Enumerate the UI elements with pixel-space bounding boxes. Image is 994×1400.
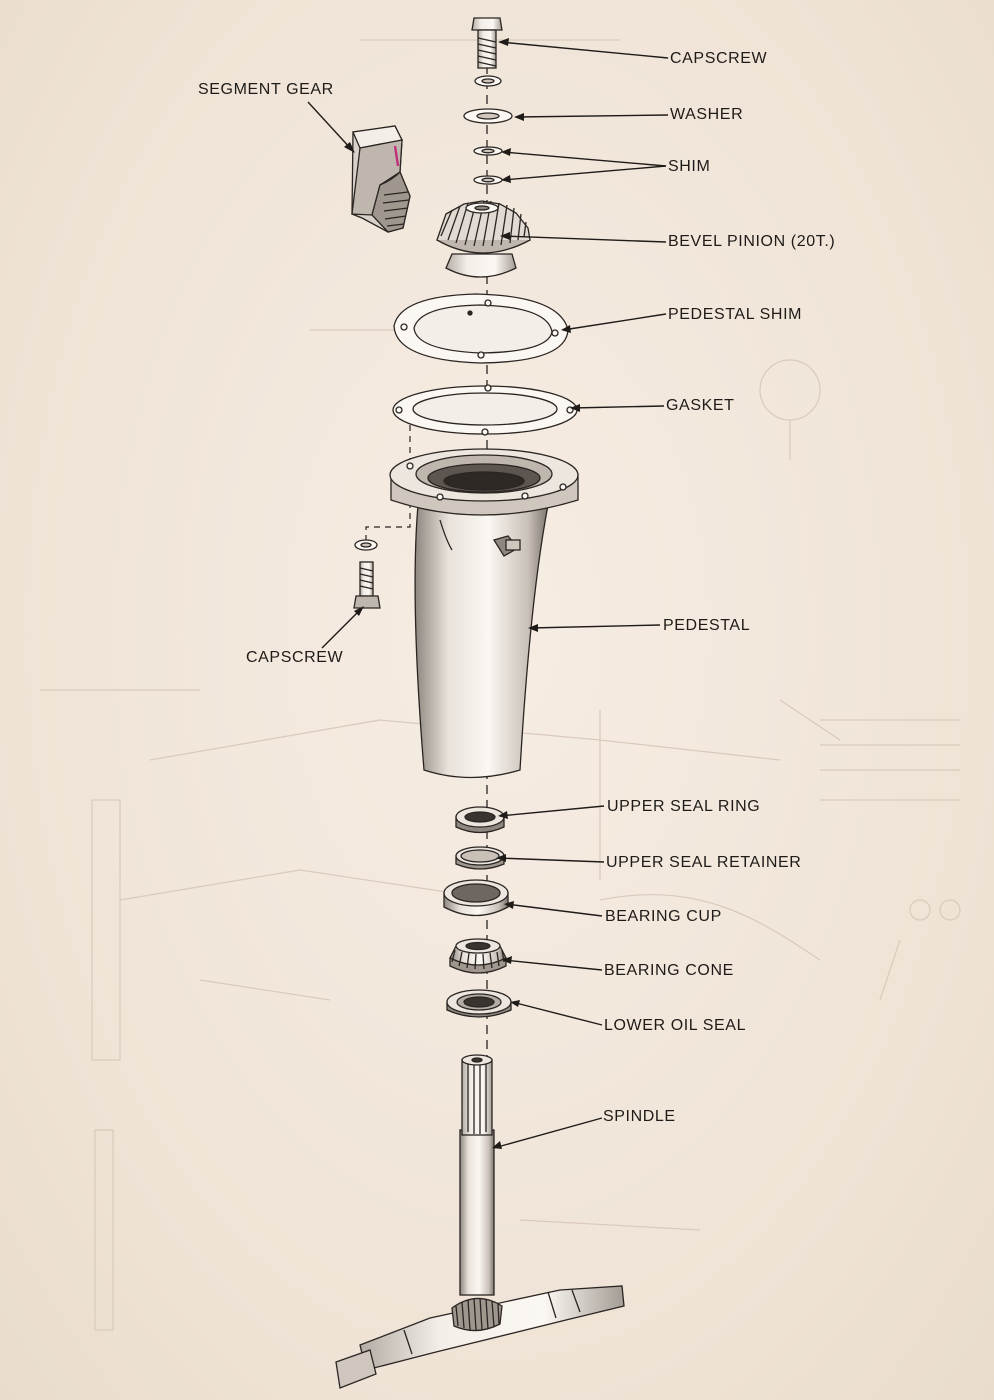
label-pedestal: PEDESTAL	[663, 617, 751, 634]
spindle-part	[335, 1054, 625, 1389]
label-gasket: GASKET	[666, 397, 735, 414]
label-shim: SHIM	[668, 158, 711, 175]
upper-seal-retainer-part	[455, 846, 505, 870]
bevel-pinion-part	[435, 200, 532, 278]
capscrew-top-part	[471, 17, 503, 69]
leader-lines	[307, 38, 669, 1149]
label-pedestal-shim: PEDESTAL SHIM	[668, 306, 803, 323]
label-capscrew-top: CAPSCREW	[670, 50, 768, 67]
label-upper-seal-ring: UPPER SEAL RING	[607, 798, 761, 815]
label-bearing-cup: BEARING CUP	[605, 908, 722, 925]
side-capscrew-dashline	[365, 425, 411, 540]
label-segment-gear: SEGMENT GEAR	[198, 81, 334, 98]
label-capscrew-side: CAPSCREW	[246, 649, 344, 666]
label-bevel-pinion: BEVEL PINION (20T.)	[668, 233, 836, 250]
pedestal-part	[389, 448, 579, 779]
label-lower-oil-seal: LOWER OIL SEAL	[604, 1017, 747, 1034]
lower-oil-seal-part	[446, 989, 512, 1018]
pedestal-shim-part	[393, 293, 569, 364]
bleed-through-drawing	[40, 39, 961, 1331]
gasket-part	[392, 384, 578, 436]
label-upper-seal-retainer: UPPER SEAL RETAINER	[606, 854, 802, 871]
label-washer: WASHER	[670, 106, 744, 123]
label-bearing-cone: BEARING CONE	[604, 962, 734, 979]
capscrew-side-part	[353, 539, 381, 609]
upper-seal-ring-part	[455, 806, 505, 834]
bearing-cup-part	[443, 879, 509, 917]
label-spindle: SPINDLE	[603, 1108, 676, 1125]
segment-gear-part	[351, 125, 411, 233]
bearing-cone-part	[449, 938, 507, 974]
